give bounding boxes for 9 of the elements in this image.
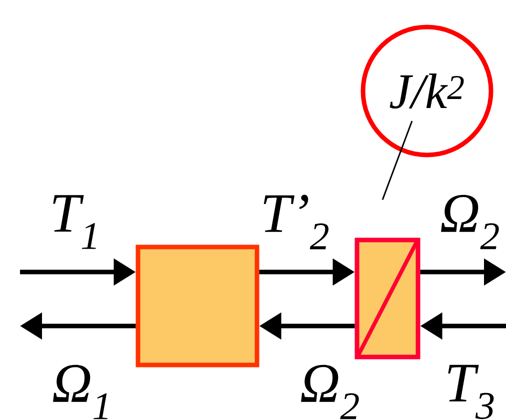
- edge-label: Ω$_{2}$: [301, 364, 359, 420]
- edge-label: T’$_{2}$: [264, 194, 328, 250]
- edge-label: Ω$_{2}$: [441, 194, 499, 250]
- leader-line: [382, 120, 413, 200]
- edge-label: Ω$_{1}$: [53, 364, 108, 420]
- edge-label: T$_{1}$: [53, 195, 96, 249]
- edge-label: T$_{3}$: [448, 364, 494, 420]
- split-block: [354, 238, 420, 360]
- process-box: [136, 244, 260, 368]
